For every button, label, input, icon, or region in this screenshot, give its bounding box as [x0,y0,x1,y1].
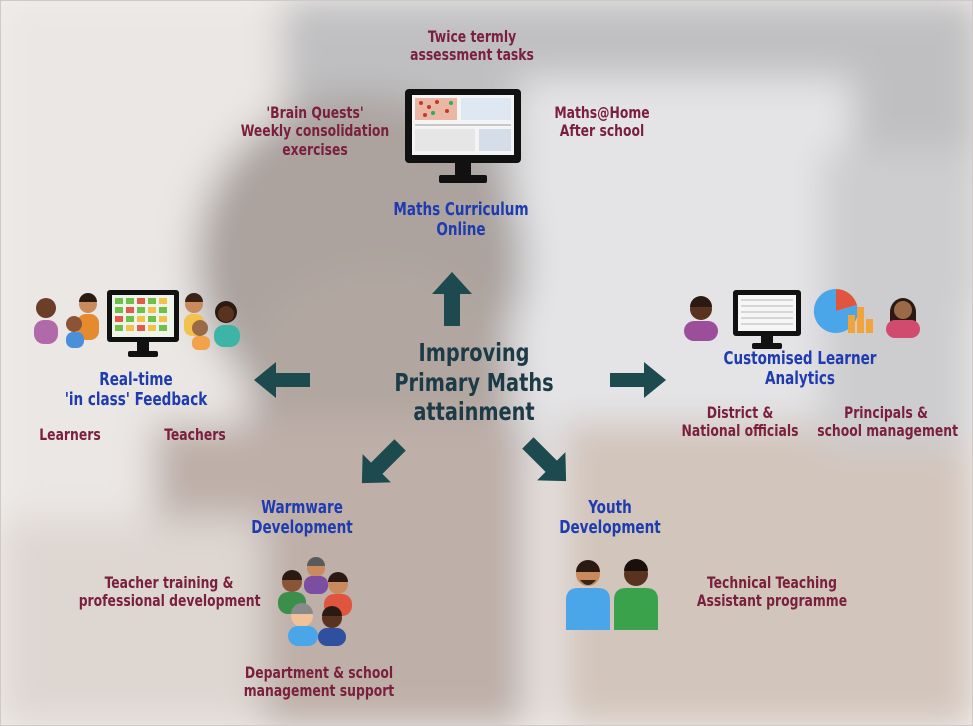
learners-label: Learners [39,425,101,444]
brain-quests-text: 'Brain Quests' Weekly consolidation exer… [240,103,390,159]
maths-curriculum-title: Maths Curriculum Online [393,200,529,241]
computer-monitor-icon [403,87,523,191]
youth-assistants-icon [560,556,664,636]
tta-programme-text: Technical Teaching Assistant programme [696,573,848,611]
arrow-left-icon [254,362,312,402]
department-support-text: Department & school management support [243,663,395,701]
classroom-monitor-icon [106,289,180,365]
arrow-down-right-icon [518,433,576,495]
district-officials-text: District & National officials [681,403,799,441]
center-title: Improving Primary Maths attainment [394,338,554,426]
arrow-up-icon [432,272,472,332]
arrow-right-icon [608,362,666,402]
youth-development-title: Youth Development [559,498,661,539]
maths-home-text: Maths@Home After school [554,103,650,141]
principal-person-icon [880,292,926,344]
analytics-monitor-icon [732,289,802,355]
official-person-icon [678,295,724,347]
pie-chart-icon [812,285,874,341]
learner-analytics-title: Customised Learner Analytics [723,349,877,390]
warmware-title: Warmware Development [251,498,353,539]
learners-group-icon [28,288,108,354]
teachers-group-icon [180,290,246,356]
teachers-label: Teachers [164,425,226,444]
staff-group-icon [272,556,362,652]
teacher-training-text: Teacher training & professional developm… [78,573,261,611]
assessment-tasks-text: Twice termly assessment tasks [410,27,534,65]
arrow-down-left-icon [352,435,410,497]
realtime-feedback-title: Real-time 'in class' Feedback [64,370,208,411]
principals-text: Principals & school management [817,403,958,441]
